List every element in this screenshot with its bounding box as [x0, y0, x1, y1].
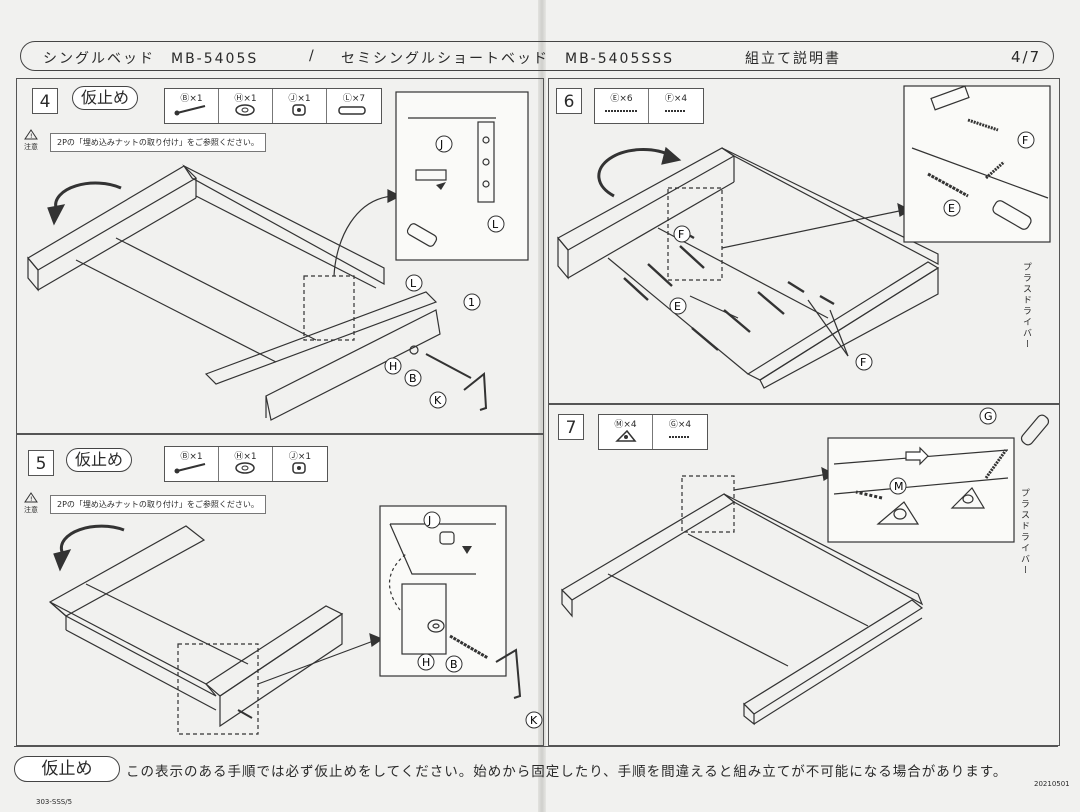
document-code: 303-SSS/5	[36, 798, 73, 806]
barrel-nut-icon	[292, 462, 306, 474]
step-4-caution: ! 注意	[24, 129, 38, 152]
page-number: 4/7	[1011, 48, 1042, 66]
short-screw-icon	[669, 436, 689, 438]
bolt-icon	[174, 105, 206, 116]
step-5-parts-list: Ⓑ×1 Ⓗ×1 Ⓙ×1	[164, 446, 328, 482]
step-7-panel	[548, 404, 1060, 746]
svg-text:F: F	[860, 356, 866, 369]
svg-text:L: L	[410, 277, 417, 290]
step-7-illustration: M G	[561, 407, 1050, 726]
part-e-screw: Ⓔ×6	[595, 89, 649, 123]
document-header: シングルベッド MB-5405S / セミシングルショートベッド MB-5405…	[20, 41, 1054, 71]
step-4-temporary-badge: 仮止め	[72, 86, 139, 110]
step-6-number: 6	[556, 88, 582, 114]
part-h-washer: Ⓗ×1	[219, 89, 273, 123]
washer-icon	[235, 104, 255, 116]
step-4-reference-note: 2Pの「埋め込みナットの取り付け」をご参照ください。	[50, 133, 266, 152]
svg-text:1: 1	[468, 296, 475, 309]
svg-text:J: J	[439, 138, 443, 151]
step-5-reference-note: 2Pの「埋め込みナットの取り付け」をご参照ください。	[50, 495, 266, 514]
header-separator: /	[309, 48, 316, 64]
footer-warning-text: この表示のある手順では必ず仮止めをしてください。始めから固定したり、手順を間違え…	[126, 764, 1008, 780]
svg-text:F: F	[1022, 134, 1028, 147]
svg-text:F: F	[678, 228, 684, 241]
step-6-driver-label: プラスドライバー	[1021, 262, 1031, 350]
part-b-bolt: Ⓑ×1	[165, 447, 219, 481]
svg-text:H: H	[422, 656, 430, 669]
svg-text:B: B	[409, 372, 417, 385]
dowel-icon	[338, 106, 366, 115]
short-screw-icon	[665, 110, 685, 112]
direction-arrow-icon	[436, 182, 446, 190]
product-name-single: シングルベッド MB-5405S	[43, 51, 259, 67]
step-7-number: 7	[558, 414, 584, 440]
part-j-nut: Ⓙ×1	[273, 89, 327, 123]
svg-text:E: E	[948, 202, 955, 215]
step-6-illustration: F E F F E	[557, 85, 1051, 389]
step-4-illustration: J L L 1 H B K	[27, 91, 529, 421]
step-7-driver-label: プラスドライバー	[1019, 488, 1029, 576]
svg-text:K: K	[530, 714, 538, 727]
step-6-parts-list: Ⓔ×6 Ⓕ×4	[594, 88, 704, 124]
barrel-nut-icon	[292, 104, 306, 116]
page-fold-shadow	[538, 0, 546, 812]
svg-text:!: !	[30, 133, 32, 140]
step-6-panel	[548, 78, 1060, 404]
step-5-illustration: J H B K	[48, 505, 543, 735]
step-7-parts-list: Ⓜ×4 Ⓖ×4	[598, 414, 708, 450]
step-5-caution: ! 注意	[24, 492, 38, 515]
svg-text:H: H	[389, 360, 397, 373]
step-5-temporary-badge: 仮止め	[66, 448, 133, 472]
product-name-semi-single: セミシングルショートベッド MB-5405SSS	[341, 51, 675, 67]
svg-text:B: B	[450, 658, 458, 671]
part-j-nut: Ⓙ×1	[273, 447, 327, 481]
footer-temporary-badge: 仮止め	[14, 756, 120, 782]
part-b-bolt: Ⓑ×1	[165, 89, 219, 123]
step-5-panel	[16, 434, 544, 746]
part-h-washer: Ⓗ×1	[219, 447, 273, 481]
document-title: 組立て説明書	[745, 51, 841, 67]
svg-text:!: !	[30, 496, 32, 503]
svg-text:M: M	[894, 480, 904, 493]
svg-text:G: G	[984, 410, 993, 423]
step-4-panel	[16, 78, 544, 434]
warning-icon: !	[24, 492, 38, 503]
part-l-dowel: Ⓛ×7	[327, 89, 381, 123]
date-code: 20210501	[1034, 780, 1070, 788]
footer-divider	[14, 746, 1058, 747]
step-5-number: 5	[28, 450, 54, 476]
step-4-parts-list: Ⓑ×1 Ⓗ×1 Ⓙ×1 Ⓛ×7	[164, 88, 382, 124]
svg-text:K: K	[434, 394, 442, 407]
step-4-number: 4	[32, 88, 58, 114]
part-g-screw: Ⓖ×4	[653, 415, 707, 449]
svg-text:E: E	[674, 300, 681, 313]
part-f-screw: Ⓕ×4	[649, 89, 703, 123]
bolt-icon	[174, 463, 206, 474]
part-m-bracket: Ⓜ×4	[599, 415, 653, 449]
bracket-icon	[615, 429, 637, 442]
direction-arrow-icon	[462, 546, 472, 554]
washer-icon	[235, 462, 255, 474]
warning-icon: !	[24, 129, 38, 140]
svg-text:L: L	[492, 218, 499, 231]
svg-text:J: J	[427, 514, 431, 527]
long-screw-icon	[605, 110, 637, 112]
